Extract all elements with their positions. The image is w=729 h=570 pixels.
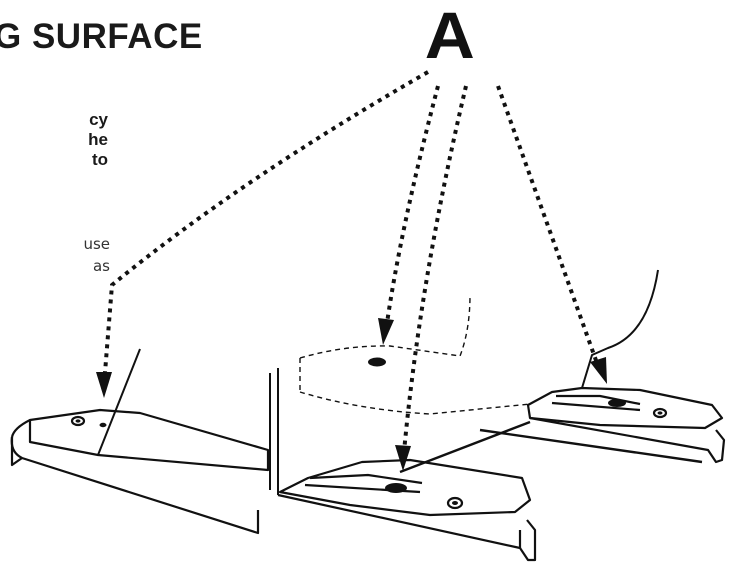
left-mounting-foot bbox=[10, 348, 270, 535]
bold-text-line: to bbox=[91, 150, 108, 169]
arrowhead-front-foot bbox=[395, 445, 411, 471]
section-heading: G SURFACE bbox=[0, 17, 203, 56]
arrow-to-center-post bbox=[384, 85, 440, 331]
bold-instruction-text: cy he to bbox=[0, 110, 108, 170]
body-instruction-text: use as bbox=[0, 233, 110, 277]
body-text-line: as bbox=[92, 257, 110, 275]
arrowhead-center-post bbox=[378, 318, 394, 345]
center-mounting-post bbox=[269, 294, 531, 495]
arrow-to-left-foot bbox=[102, 70, 429, 386]
connecting-rails bbox=[399, 420, 703, 474]
arrowhead-right-foot bbox=[590, 357, 607, 384]
body-text-line: use bbox=[83, 235, 110, 253]
arrowhead-left-foot bbox=[96, 372, 112, 398]
callout-label: A bbox=[424, 0, 475, 72]
arrow-to-right-foot bbox=[496, 85, 600, 367]
callout-arrows bbox=[102, 70, 600, 453]
right-mounting-foot bbox=[526, 269, 726, 464]
bold-text-line: he bbox=[88, 130, 108, 149]
arrowheads bbox=[96, 318, 607, 471]
front-mounting-foot bbox=[277, 458, 537, 562]
arrow-to-front-foot bbox=[402, 85, 468, 453]
bold-text-line: cy bbox=[89, 110, 108, 129]
